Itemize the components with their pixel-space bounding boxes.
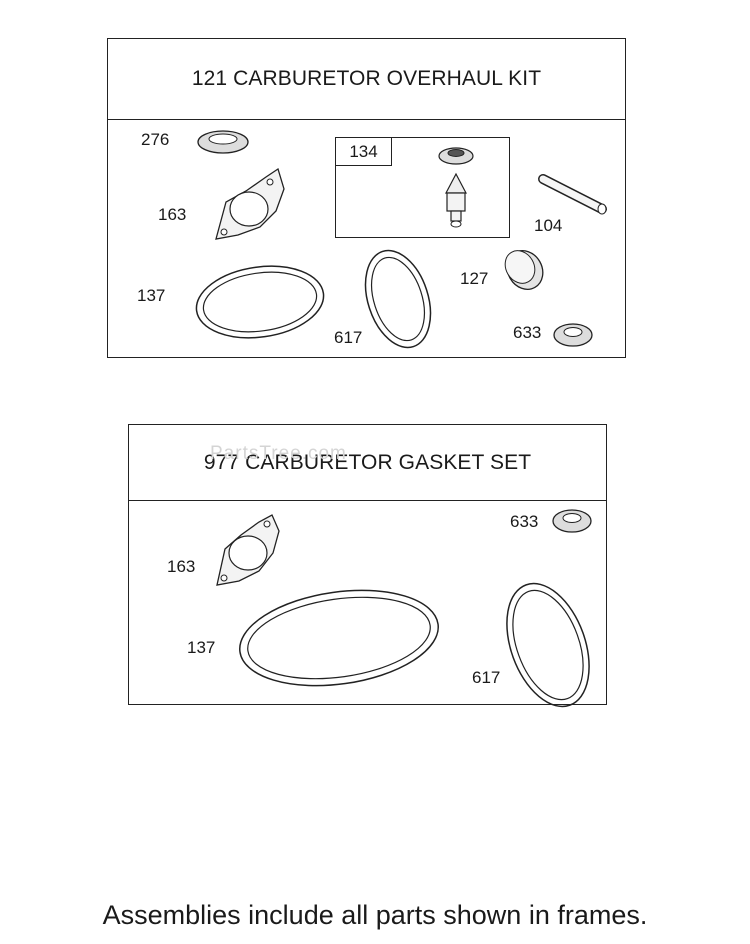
part-633-washer (553, 323, 593, 347)
watermark: PartsTree.com (210, 443, 347, 464)
gasket-set-frame: 977 CARBURETOR GASKET SET 163 137 633 61… (128, 424, 607, 708)
part-276-washer (197, 130, 249, 154)
part-127-plug (504, 250, 544, 290)
label-163: 163 (158, 205, 187, 224)
gasket-set-title: 977 CARBURETOR GASKET SET (129, 425, 606, 501)
part-163-gasket (215, 167, 285, 240)
part-137-oring (239, 589, 439, 687)
needle-seat-icon (438, 147, 474, 228)
part-633-washer (552, 509, 592, 533)
label-617: 617 (334, 328, 363, 347)
part-617-oring (506, 582, 590, 708)
label-633: 633 (510, 512, 539, 531)
label-137: 137 (137, 286, 166, 305)
label-633: 633 (513, 323, 542, 342)
label-127: 127 (460, 269, 489, 288)
part-137-oring (195, 265, 325, 339)
label-104: 104 (534, 216, 563, 235)
part-617-oring (364, 249, 432, 349)
footer-note: Assemblies include all parts shown in fr… (102, 900, 648, 930)
label-163: 163 (167, 557, 196, 576)
label-617: 617 (472, 668, 501, 687)
label-276: 276 (141, 130, 170, 149)
gasket-set-parts (216, 509, 592, 708)
overhaul-kit-title: 121 CARBURETOR OVERHAUL KIT (108, 39, 625, 120)
part-134-subframe: 134 (335, 137, 510, 238)
overhaul-kit-frame: 121 CARBURETOR OVERHAUL KIT (107, 38, 626, 358)
overhaul-kit-parts (195, 130, 607, 349)
label-137: 137 (187, 638, 216, 657)
part-163-gasket (216, 514, 280, 586)
part-104-pin (538, 174, 607, 215)
part-134-label: 134 (336, 138, 392, 166)
